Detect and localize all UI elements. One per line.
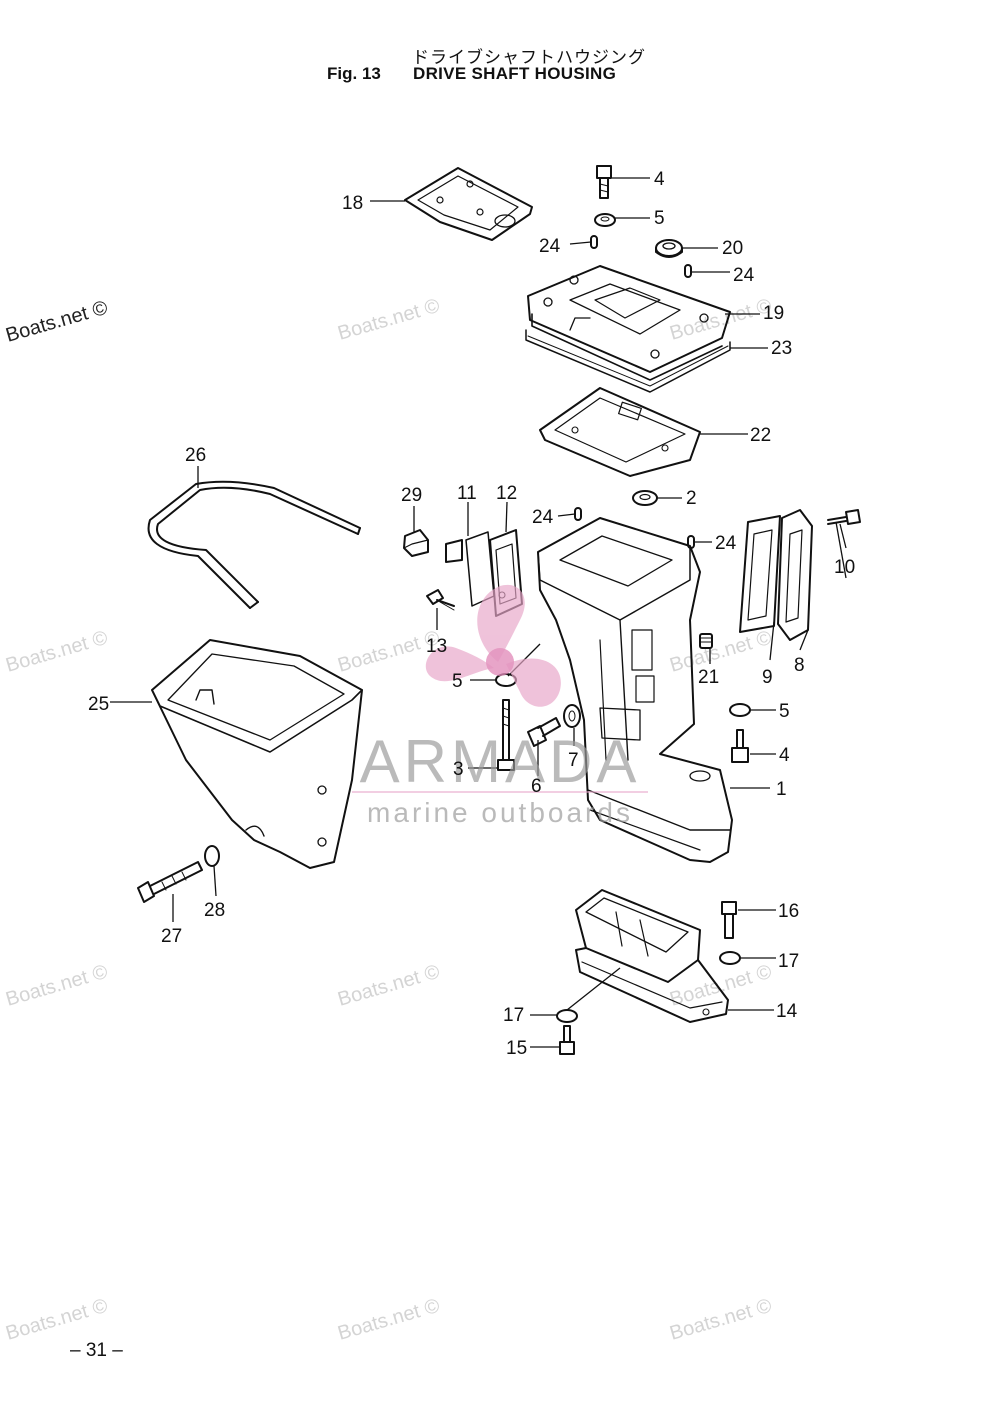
callout-17: 17	[778, 951, 799, 972]
callout-7: 7	[568, 750, 579, 771]
callout-9: 9	[762, 667, 773, 688]
callout-5: 5	[654, 208, 665, 229]
callout-4: 4	[654, 169, 665, 190]
callout-22: 22	[750, 425, 771, 446]
part-24-dowel-pin	[574, 507, 582, 521]
callout-14: 14	[776, 1001, 798, 1022]
callout-labels: 4 5 24 20 24 18 19 23 22 26 2 29 11 12 2…	[88, 169, 855, 1059]
part-10-bolt	[827, 509, 861, 525]
callout-11: 11	[457, 483, 477, 504]
page-header: ドライブシャフトハウジング Fig. 13 DRIVE SHAFT HOUSIN…	[0, 0, 1000, 100]
callout-8: 8	[794, 655, 805, 676]
callout-15: 15	[506, 1038, 527, 1059]
part-27-bolt	[137, 861, 203, 903]
part-16-bolt	[721, 901, 737, 939]
boats-watermark: Boats.net ©	[335, 1295, 442, 1345]
callout-19: 19	[763, 303, 784, 324]
part-4-bolt	[596, 165, 612, 199]
part-25-cover	[151, 639, 363, 869]
part-21-plug	[699, 633, 713, 649]
armada-logo: ARMADA marine outboards	[352, 584, 648, 828]
callout-21: 21	[698, 667, 719, 688]
part-22-gasket	[539, 387, 701, 477]
callout-24: 24	[539, 236, 561, 257]
boats-watermark: Boats.net ©	[335, 961, 442, 1011]
callout-29: 29	[401, 485, 422, 506]
callout-27: 27	[161, 926, 182, 947]
page-number: – 31 –	[70, 1340, 123, 1361]
callout-3: 3	[453, 759, 464, 780]
callout-5: 5	[779, 701, 790, 722]
part-9-gasket	[739, 515, 781, 633]
callout-26: 26	[185, 445, 206, 466]
part-3-long-bolt	[497, 699, 515, 771]
boats-watermark: Boats.net ©	[667, 627, 774, 677]
part-23-gasket	[525, 329, 731, 393]
callout-17: 17	[503, 1005, 524, 1026]
callout-24: 24	[733, 265, 755, 286]
part-8-cover	[777, 509, 813, 641]
callout-5: 5	[452, 671, 463, 692]
callout-13: 13	[426, 636, 447, 657]
callout-23: 23	[771, 338, 792, 359]
callout-6: 6	[531, 776, 542, 797]
callout-24: 24	[715, 533, 737, 554]
boats-watermark: Boats.net ©	[667, 295, 774, 345]
part-5-washer	[729, 703, 751, 717]
part-6-bolt	[527, 717, 561, 747]
callout-1: 1	[776, 779, 787, 800]
boats-watermark: Boats.net ©	[667, 1295, 774, 1345]
part-4-bolt	[731, 729, 749, 763]
callout-20: 20	[722, 238, 743, 259]
part-17-washer	[556, 1009, 578, 1023]
part-7-washer	[563, 704, 581, 728]
part-5-washer	[594, 213, 616, 227]
propeller-icon	[425, 584, 561, 707]
part-26-seal-rubber	[147, 480, 361, 609]
boats-watermark: Boats.net ©	[3, 627, 110, 677]
callout-4: 4	[779, 745, 790, 766]
callout-12: 12	[496, 483, 517, 504]
boats-watermark: Boats.net ©	[667, 961, 774, 1011]
part-11-gasket	[445, 531, 495, 607]
part-1-drive-shaft-housing	[537, 517, 733, 863]
part-28-washer	[204, 845, 220, 867]
part-18-gasket	[404, 167, 533, 241]
boats-watermark: Boats.net ©	[3, 961, 110, 1011]
part-29-grommet	[403, 529, 429, 557]
boats-watermark: Boats.net ©	[3, 1295, 110, 1345]
boats-watermark: Boats.net ©	[335, 295, 442, 345]
title-japanese: ドライブシャフトハウジング	[412, 48, 646, 68]
part-24-dowel-pin	[590, 235, 598, 249]
boats-watermark: Boats.net ©	[3, 297, 110, 347]
figure-number: Fig. 13	[327, 64, 381, 83]
part-15-bolt	[559, 1025, 575, 1055]
callout-18: 18	[342, 193, 363, 214]
figure-title: DRIVE SHAFT HOUSING	[413, 64, 617, 83]
callout-16: 16	[778, 901, 799, 922]
armada-name: ARMADA	[360, 728, 641, 795]
armada-tagline: marine outboards	[367, 797, 633, 828]
callout-24: 24	[532, 507, 554, 528]
part-2-seal	[632, 490, 658, 506]
leader-lines	[110, 177, 847, 1048]
part-13-screw	[426, 589, 455, 611]
callout-25: 25	[88, 694, 109, 715]
part-24-dowel-pin	[684, 264, 692, 278]
part-17-washer	[719, 951, 741, 965]
callout-28: 28	[204, 900, 225, 921]
callout-2: 2	[686, 488, 697, 509]
part-14-mount	[575, 889, 729, 1023]
part-19-adaptor	[527, 265, 731, 381]
callout-10: 10	[834, 557, 855, 578]
part-20-oil-seal	[655, 239, 683, 258]
